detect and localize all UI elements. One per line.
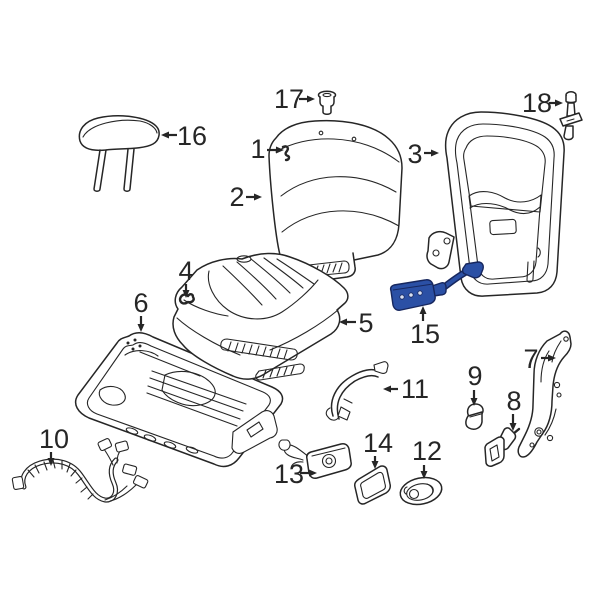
part-17-push-pin[interactable] [317,90,337,115]
callout-5-label: 5 [358,308,373,338]
callout-8-arrow [509,414,517,431]
callout-11-label: 11 [401,374,429,404]
callout-16-arrow [161,131,177,139]
part-7-side-shield[interactable] [517,330,572,458]
callout-5-arrow [339,318,356,326]
callout-3-label: 3 [407,139,422,169]
callout-15-arrow [419,306,427,321]
callout-11-arrow [383,385,398,393]
callout-10-label: 10 [39,424,69,454]
callout-12-label: 12 [412,436,442,466]
callout-6-label: 6 [133,288,148,318]
part-10-wire-harness[interactable] [11,438,149,503]
callout-7-arrow [541,354,556,362]
part-5-seat-cushion[interactable] [172,252,349,381]
part-13-switch[interactable] [278,439,352,479]
callout-2-arrow [246,193,262,201]
part-3-seat-back-frame[interactable] [426,111,565,297]
callout-4-label: 4 [178,256,193,286]
callout-17-label: 17 [274,84,304,114]
callout-2-label: 2 [229,182,244,212]
callout-10-arrow [47,452,55,466]
part-11-strap[interactable] [325,361,389,421]
callout-6-arrow [137,316,145,332]
callout-15-label: 15 [410,319,440,349]
part-14-bezel[interactable] [354,465,391,505]
part-16-headrest[interactable] [78,115,160,192]
callout-8-label: 8 [506,386,521,416]
callout-3-arrow [424,149,439,157]
callout-17-arrow [299,95,315,103]
callout-18-label: 18 [522,88,552,118]
callout-1-label: 1 [250,134,265,164]
part-18-bolt[interactable] [559,91,583,141]
part-8-latch[interactable] [484,427,521,467]
callout-13-arrow [300,469,317,477]
callout-9-arrow [470,390,478,406]
part-12-escutcheon[interactable] [398,474,444,508]
callout-14-label: 14 [363,428,393,458]
callout-labels: 1 2 3 4 5 6 7 8 9 10 11 12 13 14 15 16 1… [39,84,552,489]
callout-16-label: 16 [177,121,207,151]
callout-18-arrow [549,99,563,107]
callout-12-arrow [420,465,428,479]
part-6-seat-frame-track[interactable] [74,332,284,468]
callout-arrows [47,95,563,479]
callout-14-arrow [371,456,379,469]
callout-4-arrow [182,284,190,298]
callout-7-label: 7 [523,344,538,374]
callout-13-label: 13 [274,459,304,489]
callout-1-arrow [267,146,284,154]
part-15-highlighted-switch-cable[interactable] [389,261,484,311]
callout-9-label: 9 [467,361,482,391]
part-1-retainer-hook[interactable] [281,145,291,162]
part-9-knob[interactable] [465,403,484,430]
